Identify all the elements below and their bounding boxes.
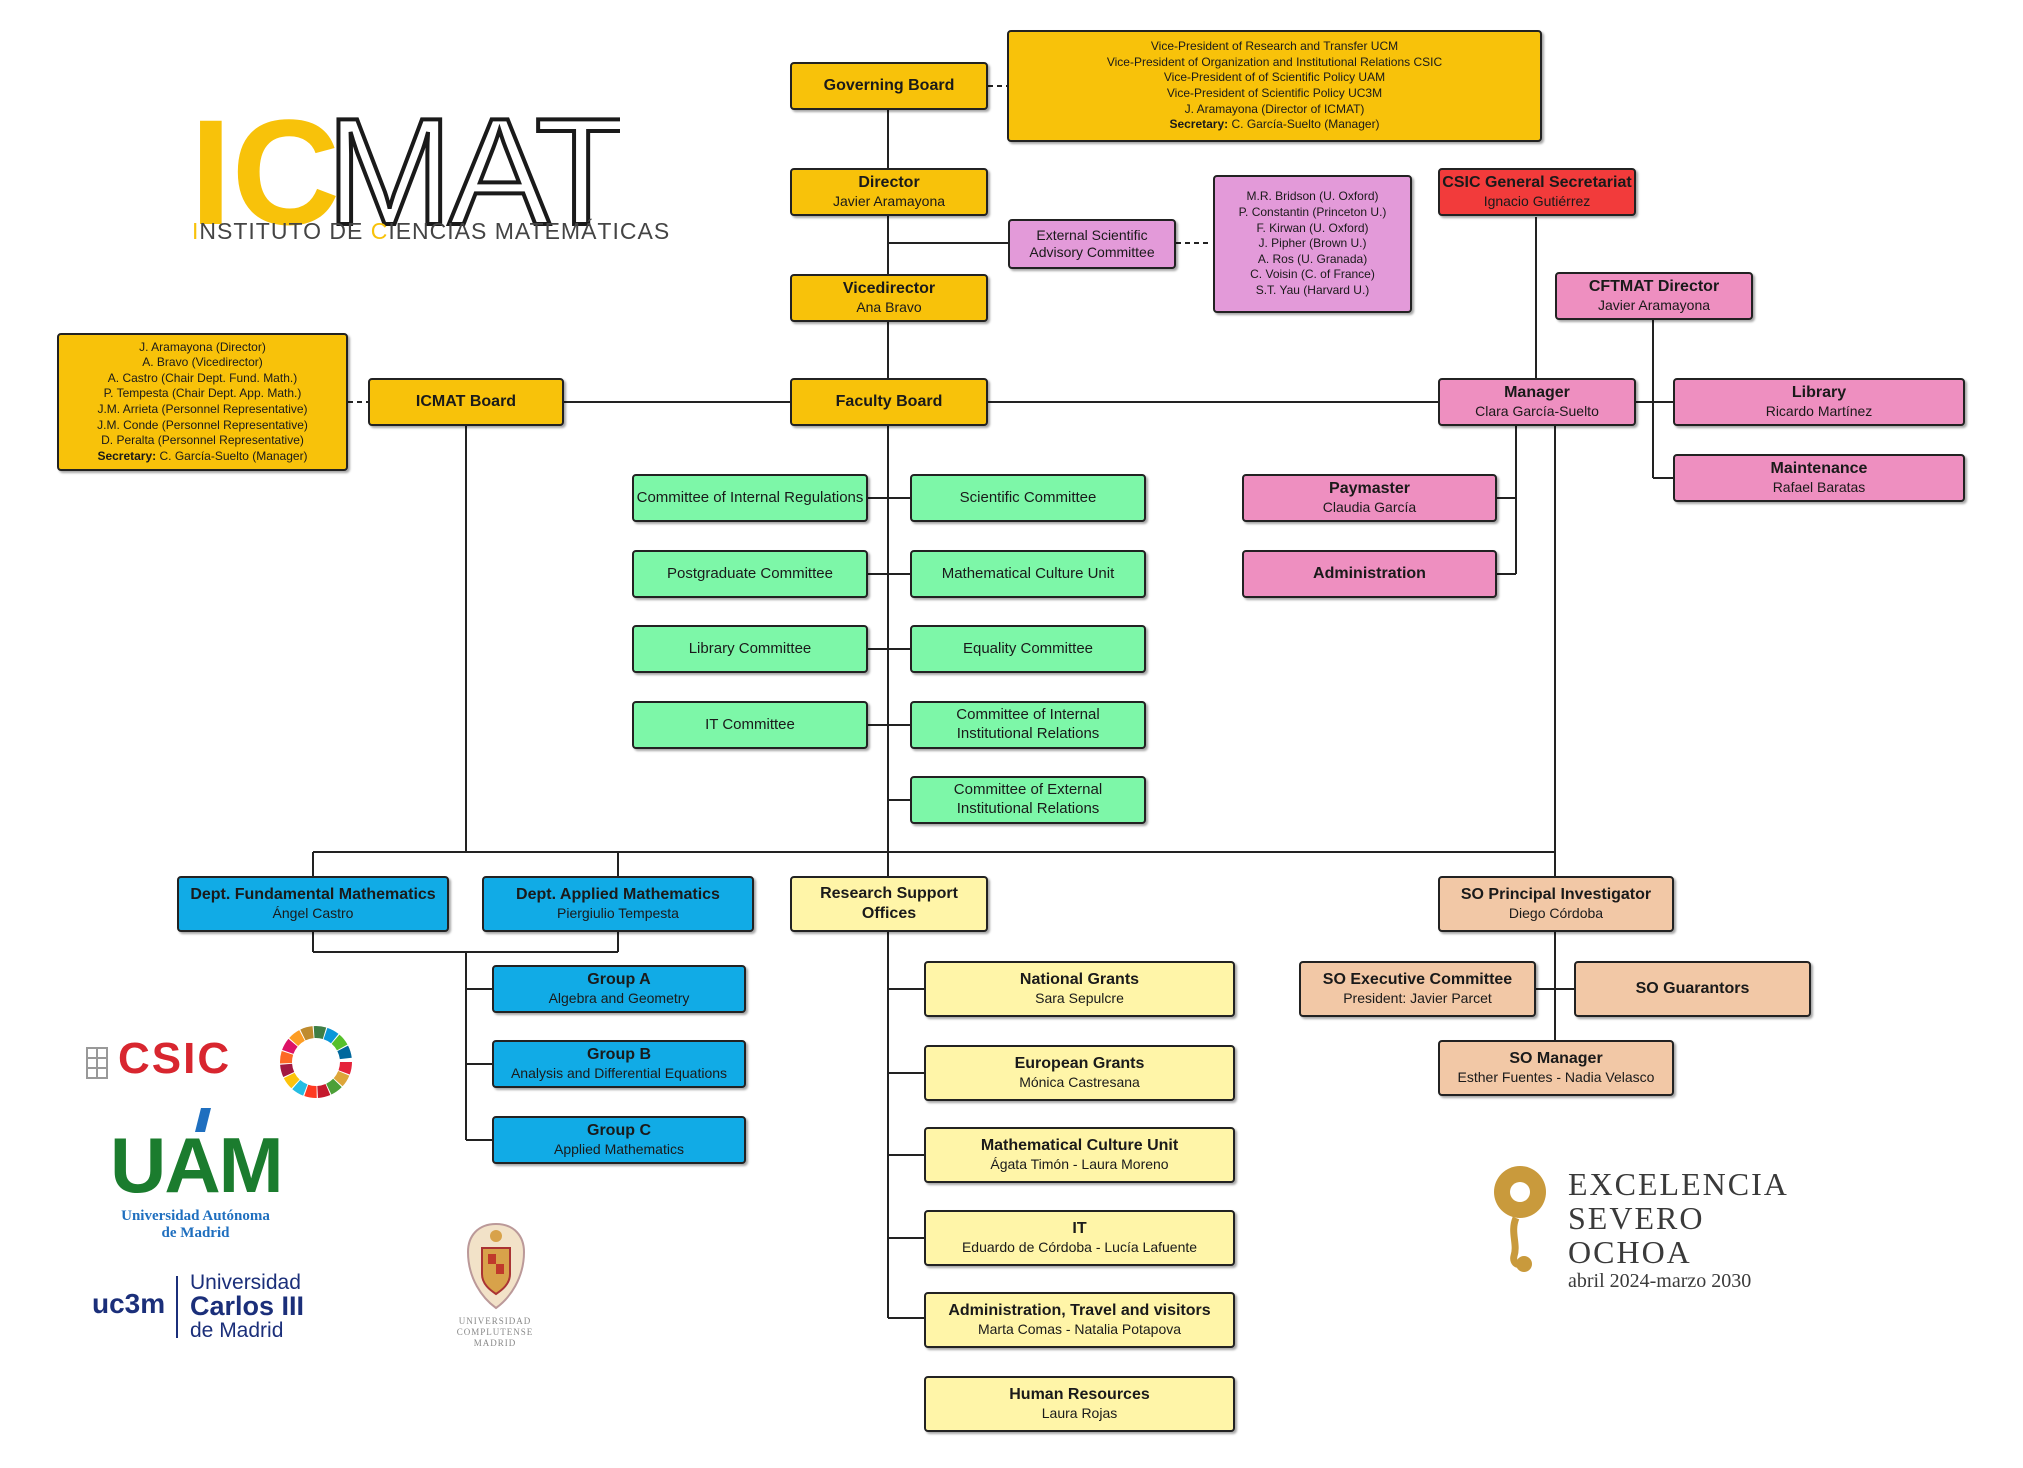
committee-scientific: Scientific Committee xyxy=(910,474,1146,522)
member-line: J. Aramayona (Director of ICMAT) xyxy=(1184,101,1365,116)
committee-it: IT Committee xyxy=(632,701,868,749)
member-line: P. Tempesta (Chair Dept. App. Math.) xyxy=(103,386,302,401)
csic-emblem-icon xyxy=(86,1047,108,1079)
member-line: Vice-President of Scientific Policy UC3M xyxy=(1166,86,1383,100)
member-line: A. Ros (U. Granada) xyxy=(1257,251,1368,266)
csic-logo: CSIC xyxy=(118,1034,232,1083)
icmat-logo-ic: IC xyxy=(190,88,340,252)
member-line: J.M. Arrieta (Personnel Representative) xyxy=(97,402,308,416)
severo-ochoa-mark-icon xyxy=(1494,1166,1546,1272)
member-line: A. Castro (Chair Dept. Fund. Math.) xyxy=(107,370,298,385)
sdg-wheel-icon xyxy=(280,1026,352,1098)
member-line: Vice-President of Organization and Insti… xyxy=(1106,54,1443,69)
member-line: J. Aramayona (Director) xyxy=(139,339,266,354)
ucm-crest-icon xyxy=(466,1222,526,1310)
committee-postgraduate: Postgraduate Committee xyxy=(632,550,868,598)
icmat-logo-subtitle: INSTITUTO DE CIENCIAS MATEMÁTICAS xyxy=(192,218,671,244)
advisory-members: M.R. Bridson (U. Oxford) P. Constantin (… xyxy=(1213,175,1412,313)
so-guarantors: SO Guarantors xyxy=(1574,961,1811,1017)
member-line: C. Voisin (C. of France) xyxy=(1250,267,1375,282)
member-line: J. Pipher (Brown U.) xyxy=(1258,236,1367,251)
governing-board: Governing Board xyxy=(790,62,988,110)
committee-external-institutional-relations: Committee of External Institutional Rela… xyxy=(910,776,1146,824)
governing-board-members: Vice-President of Research and Transfer … xyxy=(1007,30,1542,142)
committee-library: Library Committee xyxy=(632,625,868,673)
member-line: S.T. Yau (Harvard U.) xyxy=(1255,282,1370,297)
member-line: Vice-President of of Scientific Policy U… xyxy=(1163,70,1386,85)
advisory-committee-box: External Scientific Advisory Committee xyxy=(1008,219,1176,269)
uc3m-logo-name: Universidad Carlos III de Madrid xyxy=(190,1271,305,1342)
uc3m-logo: uc3m xyxy=(92,1288,166,1319)
severo-ochoa-period: abril 2024-marzo 2030 xyxy=(1568,1270,1752,1292)
icmat-logo: IC MAT xyxy=(190,85,620,252)
uc3m-divider xyxy=(176,1276,178,1338)
member-line: Vice-President of Research and Transfer … xyxy=(1150,39,1399,54)
member-line: M.R. Bridson (U. Oxford) xyxy=(1246,189,1379,204)
icmat-board-box: ICMAT Board xyxy=(368,378,564,426)
faculty-board-box: Faculty Board xyxy=(790,378,988,426)
uam-accent-icon xyxy=(195,1108,211,1132)
member-line: A. Bravo (Vicedirector) xyxy=(142,355,263,370)
icmat-board-members: J. Aramayona (Director) A. Bravo (Vicedi… xyxy=(57,333,348,471)
uam-logo: UAM xyxy=(110,1121,284,1209)
member-line: J.M. Conde (Personnel Representative) xyxy=(97,417,308,432)
committee-internal-institutional-relations: Committee of Internal Institutional Rela… xyxy=(910,701,1146,749)
icmat-logo-mat: MAT xyxy=(326,87,620,252)
administration-box: Administration xyxy=(1242,550,1497,598)
research-support-offices: Research Support Offices xyxy=(790,876,988,932)
committee-equality: Equality Committee xyxy=(910,625,1146,673)
member-line: P. Constantin (Princeton U.) xyxy=(1238,205,1387,220)
member-line: F. Kirwan (U. Oxford) xyxy=(1256,220,1369,235)
committee-mathematical-culture-unit: Mathematical Culture Unit xyxy=(910,550,1146,598)
committee-internal-regulations: Committee of Internal Regulations xyxy=(632,474,868,522)
member-line: D. Peralta (Personnel Representative) xyxy=(101,433,304,448)
